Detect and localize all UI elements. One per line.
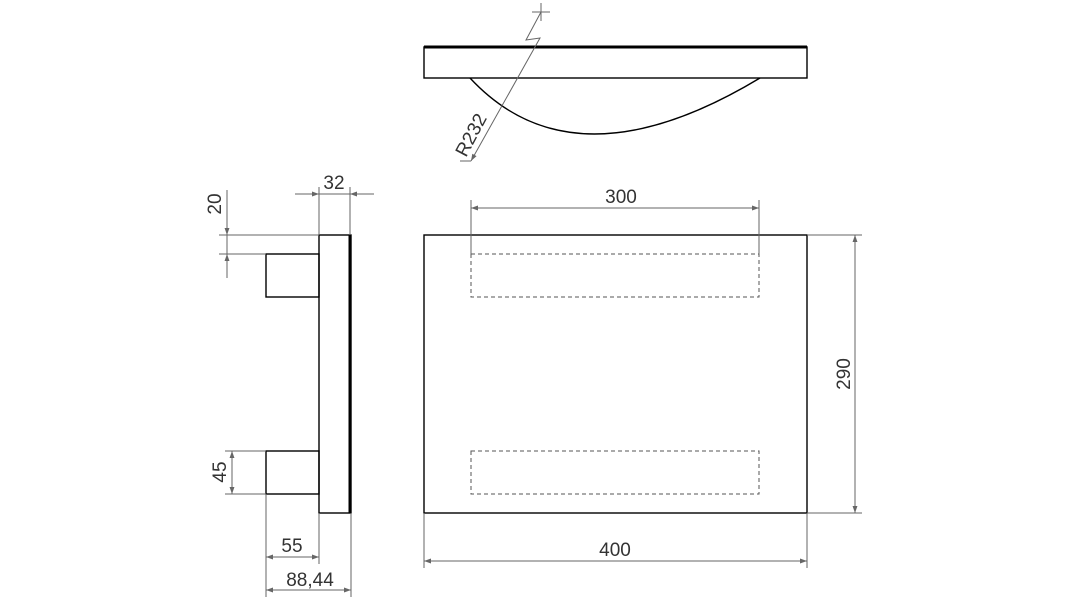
side-view-panel [318,234,352,514]
height-label: 290 [834,358,855,390]
top-view-panel [423,46,808,79]
depth-dimension [295,187,374,235]
front-view: 300 290 400 [423,187,862,568]
front-view-panel [423,234,808,514]
top-offset-dimension [219,190,319,278]
bracket-depth-dimension [265,494,320,597]
upper-bracket [265,253,320,298]
top-view: R232 [423,3,808,162]
bracket-spacing-dimension [470,200,760,254]
height-dimension [807,234,862,514]
radius-leader [460,3,550,162]
bracket-height-label: 45 [210,461,231,482]
lower-bracket [265,450,320,495]
bracket-depth-label: 55 [281,536,302,557]
upper-hidden-bracket [470,253,760,298]
width-dimension [423,513,808,568]
top-offset-label: 20 [205,193,226,214]
total-depth-dimension [266,513,352,597]
depth-label: 32 [323,173,344,194]
width-label: 400 [599,540,631,561]
lower-hidden-bracket [470,450,760,495]
side-view: 32 20 45 55 [205,173,374,597]
bracket-height-dimension [225,450,266,495]
top-view-arc [469,77,761,135]
total-depth-label: 88,44 [286,570,334,591]
bracket-spacing-label: 300 [605,187,637,208]
